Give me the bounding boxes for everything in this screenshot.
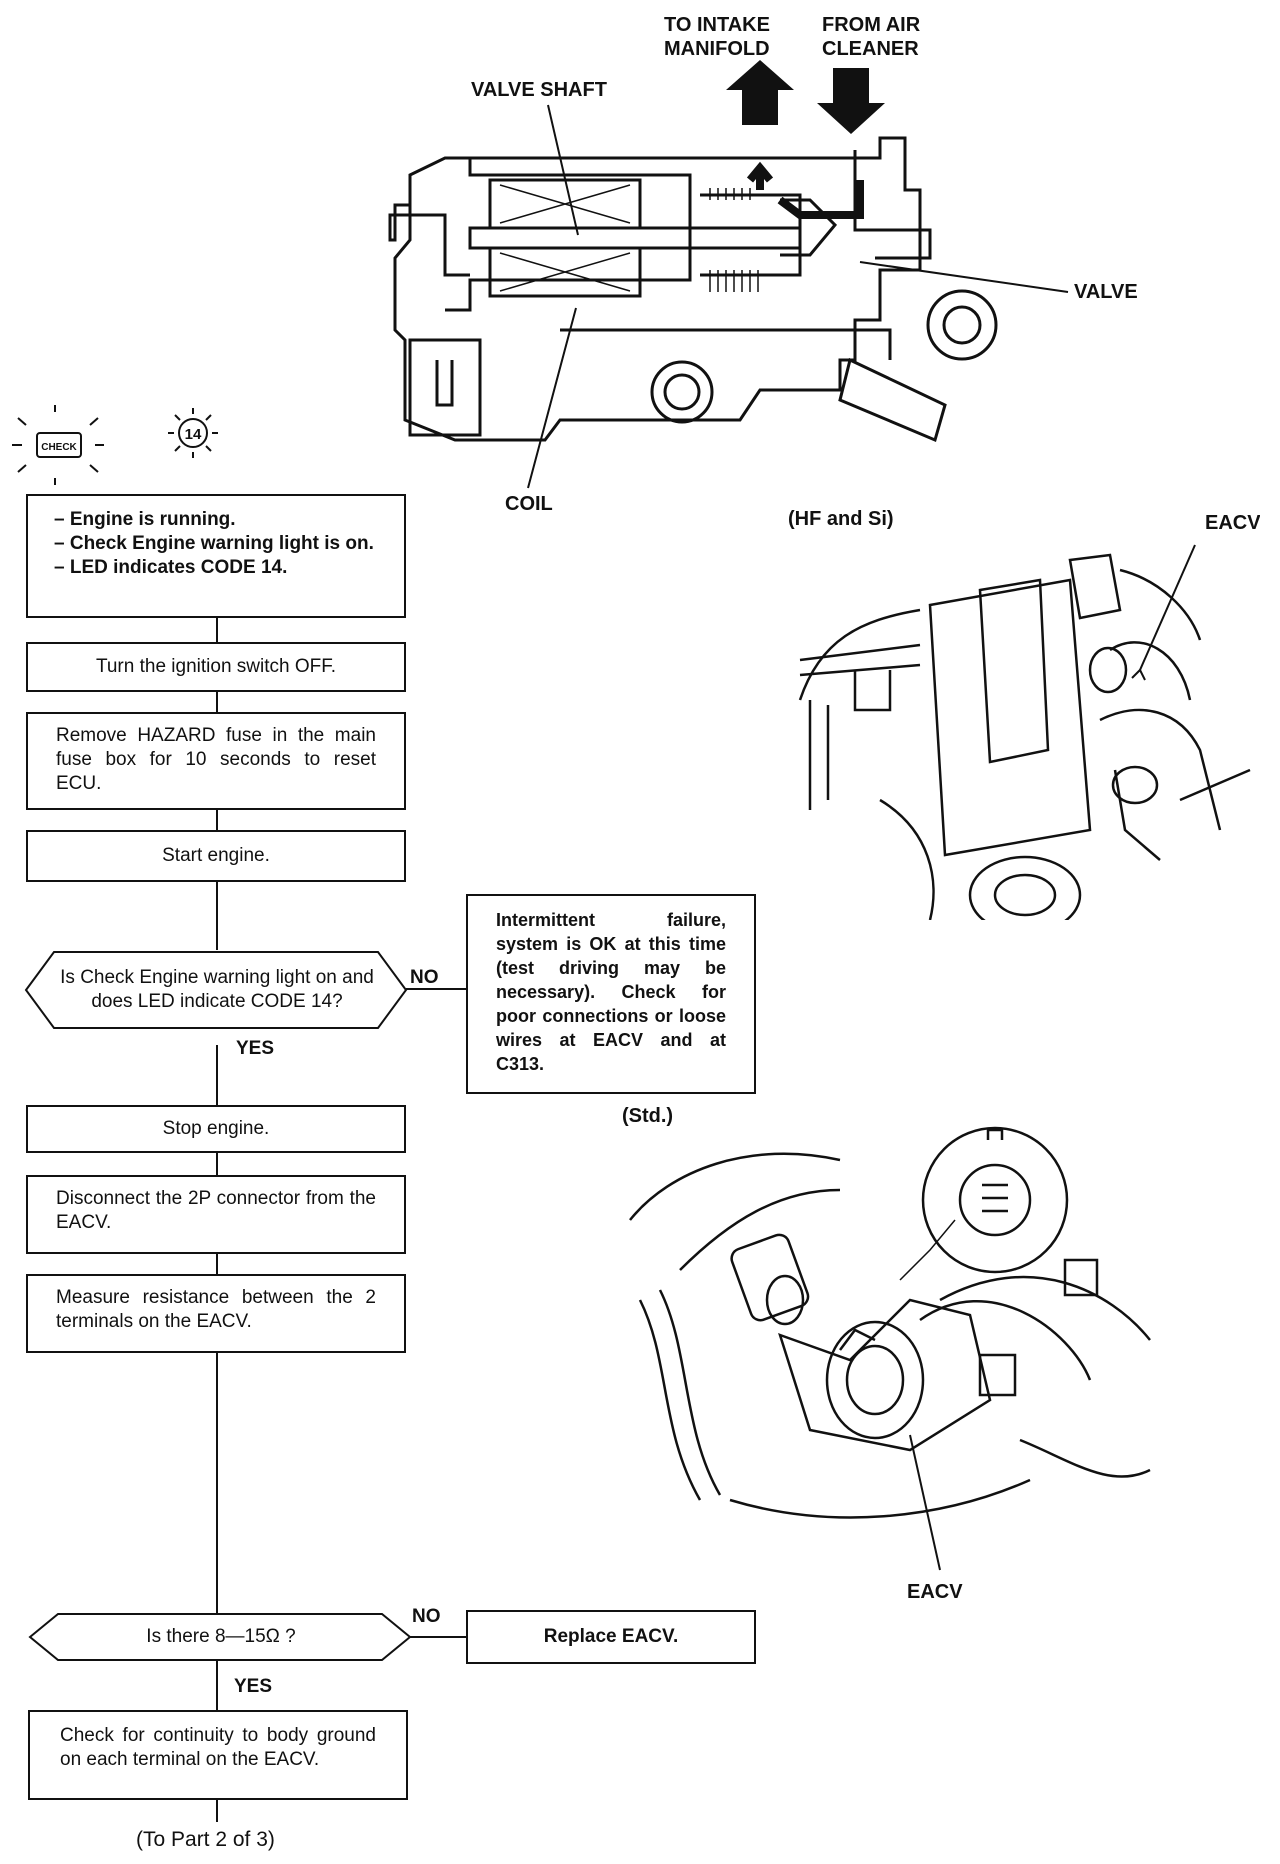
replace-eacv-box: Replace EACV.: [466, 1610, 756, 1664]
valve-leader: [859, 261, 1069, 293]
eacv-cutaway-diagram: TO INTAKE MANIFOLD FROM AIR CLEANER VALV…: [12, 14, 1138, 515]
up-arrow-icon: [726, 60, 794, 125]
to-intake-label-2: MANIFOLD: [664, 38, 770, 60]
start-conditions-list: – Engine is running. – Check Engine warn…: [54, 508, 378, 580]
intermittent-text: Intermittent failure, system is OK at th…: [496, 910, 726, 1074]
valve-shaft-label: VALVE SHAFT: [471, 79, 607, 101]
eacv-bottom-leader: [909, 1434, 941, 1571]
connector: [216, 810, 218, 830]
svg-text:14: 14: [185, 426, 202, 443]
connector: [216, 882, 218, 950]
q1-yes-label: YES: [236, 1038, 275, 1059]
step-text: Measure resistance between the 2 termina…: [56, 1287, 376, 1332]
led-code-14-icon: 14: [168, 408, 218, 458]
decision-q1: [24, 951, 408, 1029]
from-air-label-1: FROM AIR: [822, 14, 921, 36]
connector: [216, 1153, 218, 1175]
connector: [216, 1658, 218, 1710]
check-engine-icon: CHECK: [12, 405, 104, 485]
intermittent-failure-box: Intermittent failure, system is OK at th…: [466, 894, 756, 1094]
connector: [216, 1045, 218, 1105]
connector: [216, 1353, 218, 1615]
step-check-continuity: Check for continuity to body ground on e…: [28, 1710, 408, 1800]
step-stop-engine: Stop engine.: [26, 1105, 406, 1153]
replace-text: Replace EACV.: [543, 1626, 679, 1647]
start-conditions-box: – Engine is running. – Check Engine warn…: [26, 494, 406, 618]
decision-q2-text: Is there 8—15Ω ?: [146, 1626, 296, 1647]
eacv-bottom-label: EACV: [907, 1581, 963, 1603]
connector: [216, 618, 218, 642]
coil-windings: [499, 184, 759, 292]
down-arrow-icon: [817, 68, 885, 134]
coil-leader: [527, 307, 577, 489]
step-text: Check for continuity to body ground on e…: [60, 1725, 376, 1770]
svg-text:CHECK: CHECK: [41, 442, 77, 453]
step-text: Turn the ignition switch OFF.: [95, 656, 337, 677]
q1-no-label: NO: [410, 967, 439, 988]
no-connector: [406, 1636, 466, 1638]
valve-shaft-leader: [547, 104, 579, 236]
connector: [216, 1800, 218, 1822]
std-engine-illustration: (Std.) EACV: [622, 1105, 1151, 1603]
from-air-label-2: CLEANER: [822, 38, 919, 60]
to-intake-label-1: TO INTAKE: [664, 14, 770, 36]
condition-item: – LED indicates CODE 14.: [54, 557, 288, 578]
condition-item: – Check Engine warning light is on.: [54, 533, 374, 554]
connector: [216, 692, 218, 712]
connector: [216, 1254, 218, 1274]
step-remove-fuse: Remove HAZARD fuse in the main fuse box …: [26, 712, 406, 810]
step-text: Disconnect the 2P connector from the EAC…: [56, 1188, 376, 1233]
eacv-top-label: EACV: [1205, 512, 1260, 534]
step-measure-resistance: Measure resistance between the 2 termina…: [26, 1274, 406, 1353]
step-disconnect-connector: Disconnect the 2P connector from the EAC…: [26, 1175, 406, 1254]
hf-si-engine-illustration: (HF and Si) EACV: [788, 508, 1260, 920]
step-text: Start engine.: [162, 845, 270, 866]
hf-si-label: (HF and Si): [788, 508, 894, 530]
condition-item: – Engine is running.: [54, 509, 236, 530]
eacv-top-leader: [1139, 544, 1196, 671]
continuation-footer: (To Part 2 of 3): [136, 1828, 275, 1851]
step-text: Remove HAZARD fuse in the main fuse box …: [56, 725, 376, 794]
step-ignition-off: Turn the ignition switch OFF.: [26, 642, 406, 692]
q2-no-label: NO: [412, 1606, 441, 1627]
step-start-engine: Start engine.: [26, 830, 406, 882]
decision-q2: [28, 1613, 412, 1661]
airflow-path: [746, 161, 864, 219]
std-label: (Std.): [622, 1105, 673, 1127]
step-text: Stop engine.: [162, 1118, 270, 1139]
q2-yes-label: YES: [234, 1676, 273, 1697]
decision-q1-text: Is Check Engine warning light on and doe…: [60, 967, 374, 1012]
no-connector: [406, 988, 466, 990]
coil-label: COIL: [505, 493, 553, 515]
valve-body: [388, 136, 998, 443]
valve-label: VALVE: [1074, 281, 1138, 303]
